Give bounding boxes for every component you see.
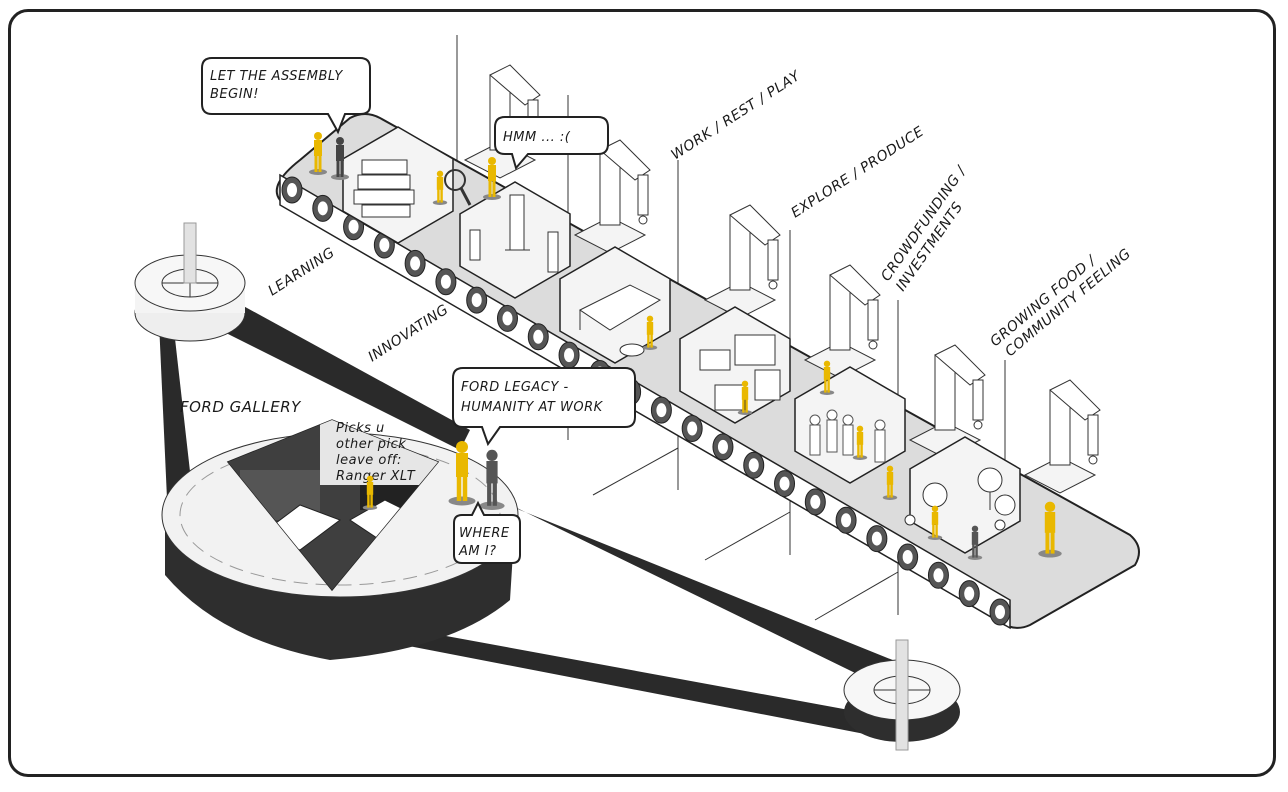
person-icon [479, 449, 505, 510]
poster-caption-line: Picks u [336, 421, 385, 436]
belt-roller [650, 396, 672, 424]
belt-roller [989, 598, 1011, 626]
person-icon [309, 132, 327, 175]
person-icon [362, 475, 378, 510]
person-icon [927, 505, 943, 540]
machines-icon [699, 334, 781, 411]
bubble-where-line2: AM I? [458, 544, 496, 559]
person-icon [1038, 501, 1062, 558]
label-learning: LEARNING [265, 245, 337, 300]
person-icon [448, 441, 476, 506]
belt-roller [281, 176, 303, 204]
people [309, 132, 1062, 560]
belt-roller [712, 433, 734, 461]
gear-icon [843, 639, 961, 751]
person-icon [331, 137, 349, 180]
person-icon [852, 425, 868, 460]
belt-roller [681, 415, 703, 443]
belt-roller [466, 286, 488, 314]
poster-caption-line: leave off: [336, 453, 402, 468]
belt-roller [435, 268, 457, 296]
belt-roller [774, 470, 796, 498]
gear-icon [134, 222, 246, 342]
person-icon [642, 315, 658, 350]
robot-arm-icon [573, 139, 651, 254]
speech-bubble-where: WHERE AM I? [453, 500, 521, 564]
book-icon [353, 159, 472, 218]
belt-roller [897, 543, 919, 571]
person-icon [967, 525, 983, 560]
bubble-legacy-line1: FORD LEGACY - [461, 380, 569, 395]
label-innovating: INNOVATING [365, 302, 451, 366]
belt-roller [927, 561, 949, 589]
bubble-where-line1: WHERE [459, 526, 510, 541]
belt-roller [527, 323, 549, 351]
speech-bubble-hmm: HMM ... :( [494, 116, 609, 171]
belt-roller [804, 488, 826, 516]
label-growing-line2: COMMUNITY FEELING [1002, 246, 1134, 360]
belt-roller [312, 194, 334, 222]
speech-bubble-legacy: FORD LEGACY - HUMANITY AT WORK [452, 367, 636, 447]
microscope-icon [469, 194, 559, 273]
belt-roller [558, 341, 580, 369]
robot-arms [463, 64, 1101, 494]
speech-bubble-assembly: LET THE ASSEMBLY BEGIN! [201, 57, 371, 135]
belt-roller [743, 451, 765, 479]
label-work-rest-play: WORK / REST / PLAY [668, 68, 804, 164]
person-icon [819, 360, 835, 395]
person-icon [483, 157, 501, 200]
poster-caption-line: other pick [336, 437, 406, 452]
robot-arm-icon [908, 344, 986, 459]
bubble-assembly-line1: LET THE ASSEMBLY [210, 69, 343, 84]
label-explore-produce: EXPLORE / PRODUCE [788, 124, 927, 222]
robot-arm-icon [1023, 379, 1101, 494]
belt-roller [866, 525, 888, 553]
bubble-hmm-text: HMM ... :( [503, 130, 571, 145]
bubble-assembly-line2: BEGIN! [210, 87, 259, 102]
robot-arm-icon [703, 204, 781, 319]
poster-caption-line: Ranger XLT [336, 469, 416, 484]
person-icon [882, 465, 898, 500]
robot-arm-icon [803, 264, 881, 379]
belt-roller [835, 506, 857, 534]
label-ford-gallery: FORD GALLERY [180, 398, 302, 416]
bed-icon [579, 284, 662, 357]
crowd-icon [809, 409, 886, 463]
frame-border [8, 9, 1276, 777]
tree-icon [904, 467, 1016, 531]
person-icon [432, 170, 448, 206]
belt-roller [958, 580, 980, 608]
belt-roller [404, 249, 426, 277]
bubble-legacy-line2: HUMANITY AT WORK [461, 400, 604, 415]
belt-roller [496, 304, 518, 332]
person-icon [737, 380, 753, 415]
